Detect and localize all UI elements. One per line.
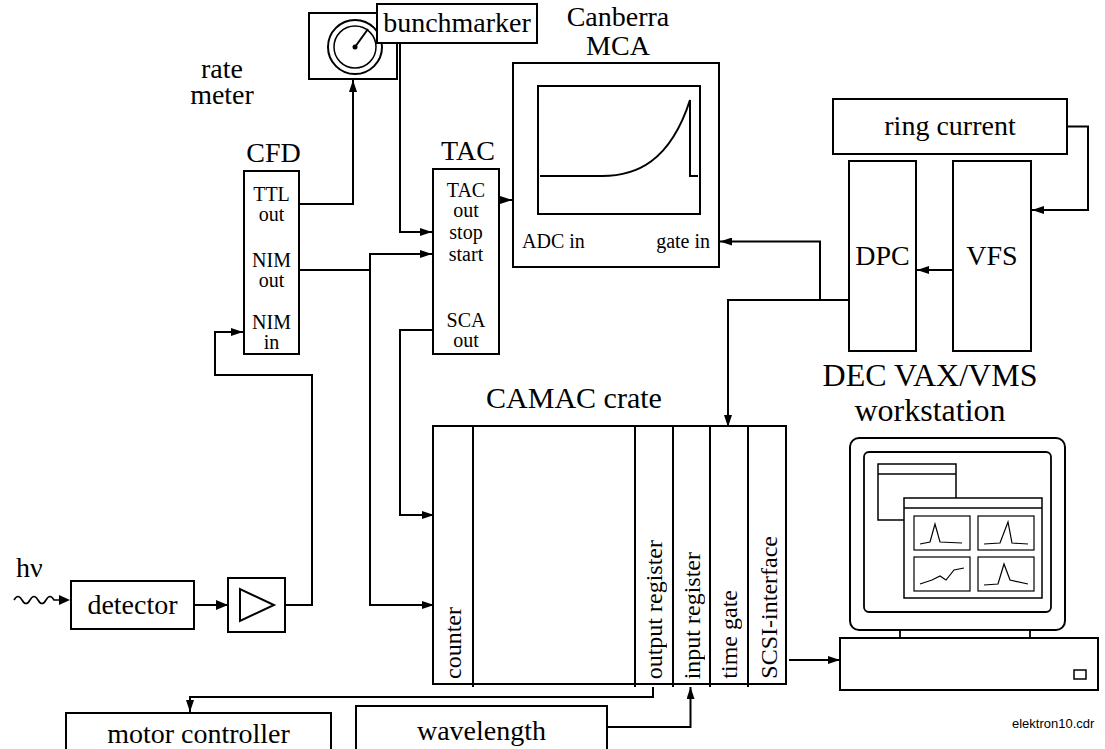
module-label: SCSI-interface (755, 536, 783, 679)
process-box: VFS (952, 160, 1032, 352)
process-box: motor controller (65, 712, 332, 749)
node-heading: TAC (409, 135, 527, 167)
signal-connector (300, 270, 434, 605)
crate-module: time gate (709, 427, 747, 687)
node-label: stop (437, 222, 495, 242)
node-label: start (437, 244, 495, 264)
signal-connector (300, 80, 353, 204)
signal-connector (500, 199, 512, 201)
file-name-note: elektron10.cdr (1012, 716, 1094, 731)
node-label: detector (87, 589, 177, 621)
photon-arrowhead (59, 595, 70, 605)
node-label: TAC out (437, 180, 495, 220)
node-heading: rate meter (180, 56, 264, 108)
photon-label: hν (16, 552, 43, 584)
node-label: NIM out (248, 250, 295, 290)
node-label: ring current (884, 110, 1015, 142)
signal-connector (195, 332, 312, 605)
node-label: VFS (966, 240, 1017, 272)
signal-connector (917, 269, 952, 271)
process-box: ring current (832, 98, 1068, 155)
signal-connector (789, 659, 840, 661)
module-box: CFDTTL outNIM outNIM in (243, 170, 300, 355)
mca-unit: Canberra MCAADC ingate in (512, 62, 720, 268)
module-label: counter (439, 607, 467, 679)
workstation-art (840, 430, 1100, 695)
workstation: DEC VAX/VMS workstation (840, 430, 1100, 695)
node-label: TTL out (248, 184, 295, 224)
crate-module: input register (672, 427, 709, 687)
photon-wave (14, 597, 60, 604)
node-heading: CAMAC crate (434, 381, 714, 416)
node-label: motor controller (107, 718, 290, 749)
node-label: SCA out (437, 310, 495, 350)
node-label: NIM in (248, 312, 295, 352)
node-heading: CFD (215, 137, 332, 169)
module-label: time gate (715, 590, 743, 679)
process-box: wavelength (355, 705, 608, 749)
node-label: bunchmarker (383, 7, 531, 39)
module-label: output register (640, 540, 668, 679)
process-box: DPC (848, 160, 917, 352)
node-label: ADC in (522, 230, 585, 253)
process-box: bunchmarker (376, 3, 538, 44)
signal-connector (300, 254, 432, 270)
node-label: wavelength (417, 715, 546, 747)
amplifier-box (228, 578, 285, 632)
crate-module: counter (434, 427, 474, 687)
amplifier-symbol (240, 589, 274, 621)
module-box: TACTAC outstopstartSCA out (432, 168, 500, 355)
signal-connector (400, 330, 434, 515)
crate-box: CAMAC cratecounteroutput registerinput r… (432, 425, 787, 685)
crate-module: output register (634, 427, 672, 687)
node-heading: Canberra MCA (553, 2, 683, 60)
process-box: detector (70, 580, 195, 630)
node-label: DEC VAX/VMS workstation (760, 358, 1100, 428)
crate-module: SCSI-interface (747, 427, 789, 687)
signal-connector (720, 242, 848, 301)
signal-connector (400, 44, 432, 232)
node-label: gate in (656, 230, 710, 253)
amplifier-input-arrowhead (216, 600, 228, 610)
node-label: DPC (855, 240, 909, 272)
module-label: input register (678, 552, 706, 679)
signal-connector (608, 687, 691, 727)
